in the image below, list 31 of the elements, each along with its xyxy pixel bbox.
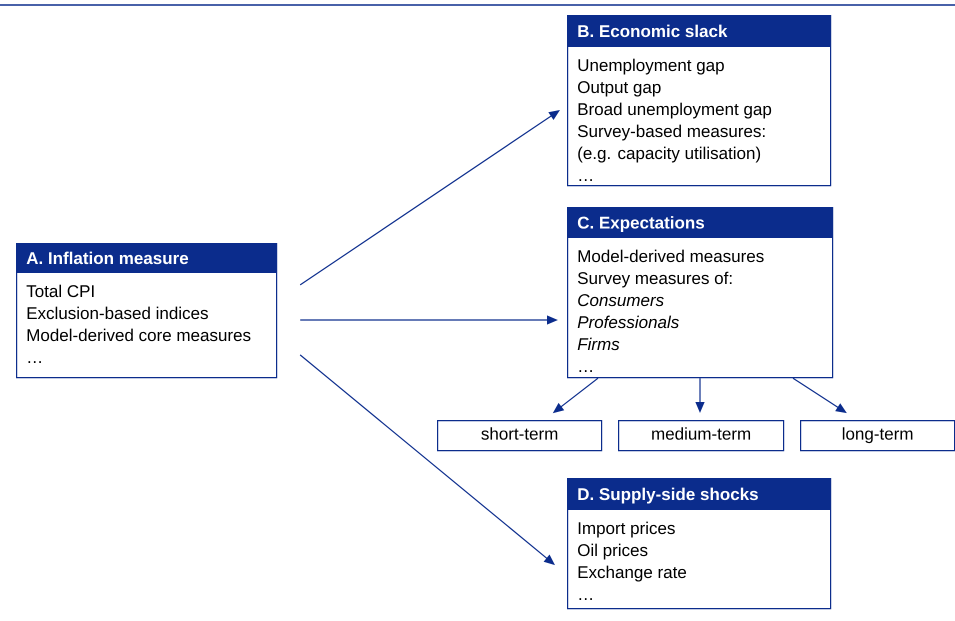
category-box xyxy=(567,15,832,186)
list-item: Survey-based measures: xyxy=(578,124,765,141)
list-item: Oil prices xyxy=(578,544,648,560)
heading-text: B. Economic slack xyxy=(578,24,728,38)
list-item: Model-derived core measures xyxy=(28,328,250,342)
list-item: … xyxy=(28,361,41,363)
list-item: Professionals xyxy=(578,316,679,328)
category-box xyxy=(567,478,832,610)
list-item: Consumers xyxy=(578,294,664,306)
list-item: … xyxy=(580,598,592,600)
list-item: Model-derived measures xyxy=(578,250,764,262)
term-box: medium-term xyxy=(618,420,784,452)
list-item: … xyxy=(580,370,592,372)
list-item: Exchange rate xyxy=(578,566,686,582)
list-item: Output gap xyxy=(578,81,661,97)
list-item: Broad unemployment gap xyxy=(578,102,772,119)
term-box: long-term xyxy=(800,420,955,452)
list-item: Import prices xyxy=(578,522,675,538)
heading-text: D. Supply-side shocks xyxy=(578,488,758,504)
list-item: … xyxy=(580,179,592,181)
list-item: Firms xyxy=(578,338,620,350)
list-item: Survey measures of: xyxy=(578,272,732,288)
category-box xyxy=(567,207,834,378)
category-box xyxy=(16,243,278,378)
term-box: short-term xyxy=(437,420,602,452)
heading-text: A. Inflation measure xyxy=(26,252,188,264)
list-item: Unemployment gap xyxy=(578,58,724,75)
heading-text: C. Expectations xyxy=(578,216,704,232)
list-item: Exclusion-based indices xyxy=(28,306,208,320)
list-item: (e.g. capacity utilisation) xyxy=(578,146,760,163)
list-item: Total CPI xyxy=(26,284,94,298)
